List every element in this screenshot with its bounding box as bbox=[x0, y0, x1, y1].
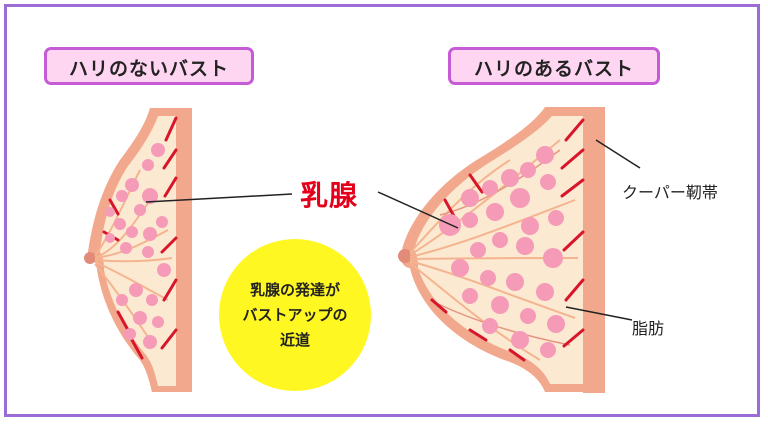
circle-line-3: 近道 bbox=[279, 330, 310, 349]
circle-line-2: バストアップの bbox=[242, 305, 348, 324]
right-vessels bbox=[430, 118, 585, 362]
right-lobules bbox=[439, 146, 565, 358]
right-nipple bbox=[398, 249, 412, 263]
circle-line-1: 乳腺の発達が bbox=[249, 280, 340, 299]
label-firm-bust: ハリのあるバスト bbox=[448, 47, 660, 85]
label-sagging-bust: ハリのないバスト bbox=[44, 47, 254, 85]
leader-cooper bbox=[595, 139, 641, 169]
right-breast bbox=[398, 107, 605, 393]
left-lobules bbox=[105, 143, 171, 349]
leader-gland-right bbox=[377, 191, 459, 229]
left-chest-wall bbox=[176, 108, 192, 392]
leader-lines bbox=[145, 139, 641, 321]
label-mammary-gland: 乳腺 bbox=[300, 179, 359, 212]
left-nipple bbox=[84, 252, 96, 264]
left-vessels bbox=[102, 116, 178, 360]
label-cooper-ligament: クーパー靭帯 bbox=[622, 183, 718, 202]
leader-fat bbox=[565, 306, 633, 321]
label-fat: 脂肪 bbox=[632, 319, 665, 338]
right-chest-wall bbox=[583, 107, 605, 393]
left-breast bbox=[84, 108, 192, 392]
highlight-circle: 乳腺の発達が バストアップの 近道 bbox=[219, 239, 371, 391]
leader-gland-left bbox=[145, 193, 293, 203]
